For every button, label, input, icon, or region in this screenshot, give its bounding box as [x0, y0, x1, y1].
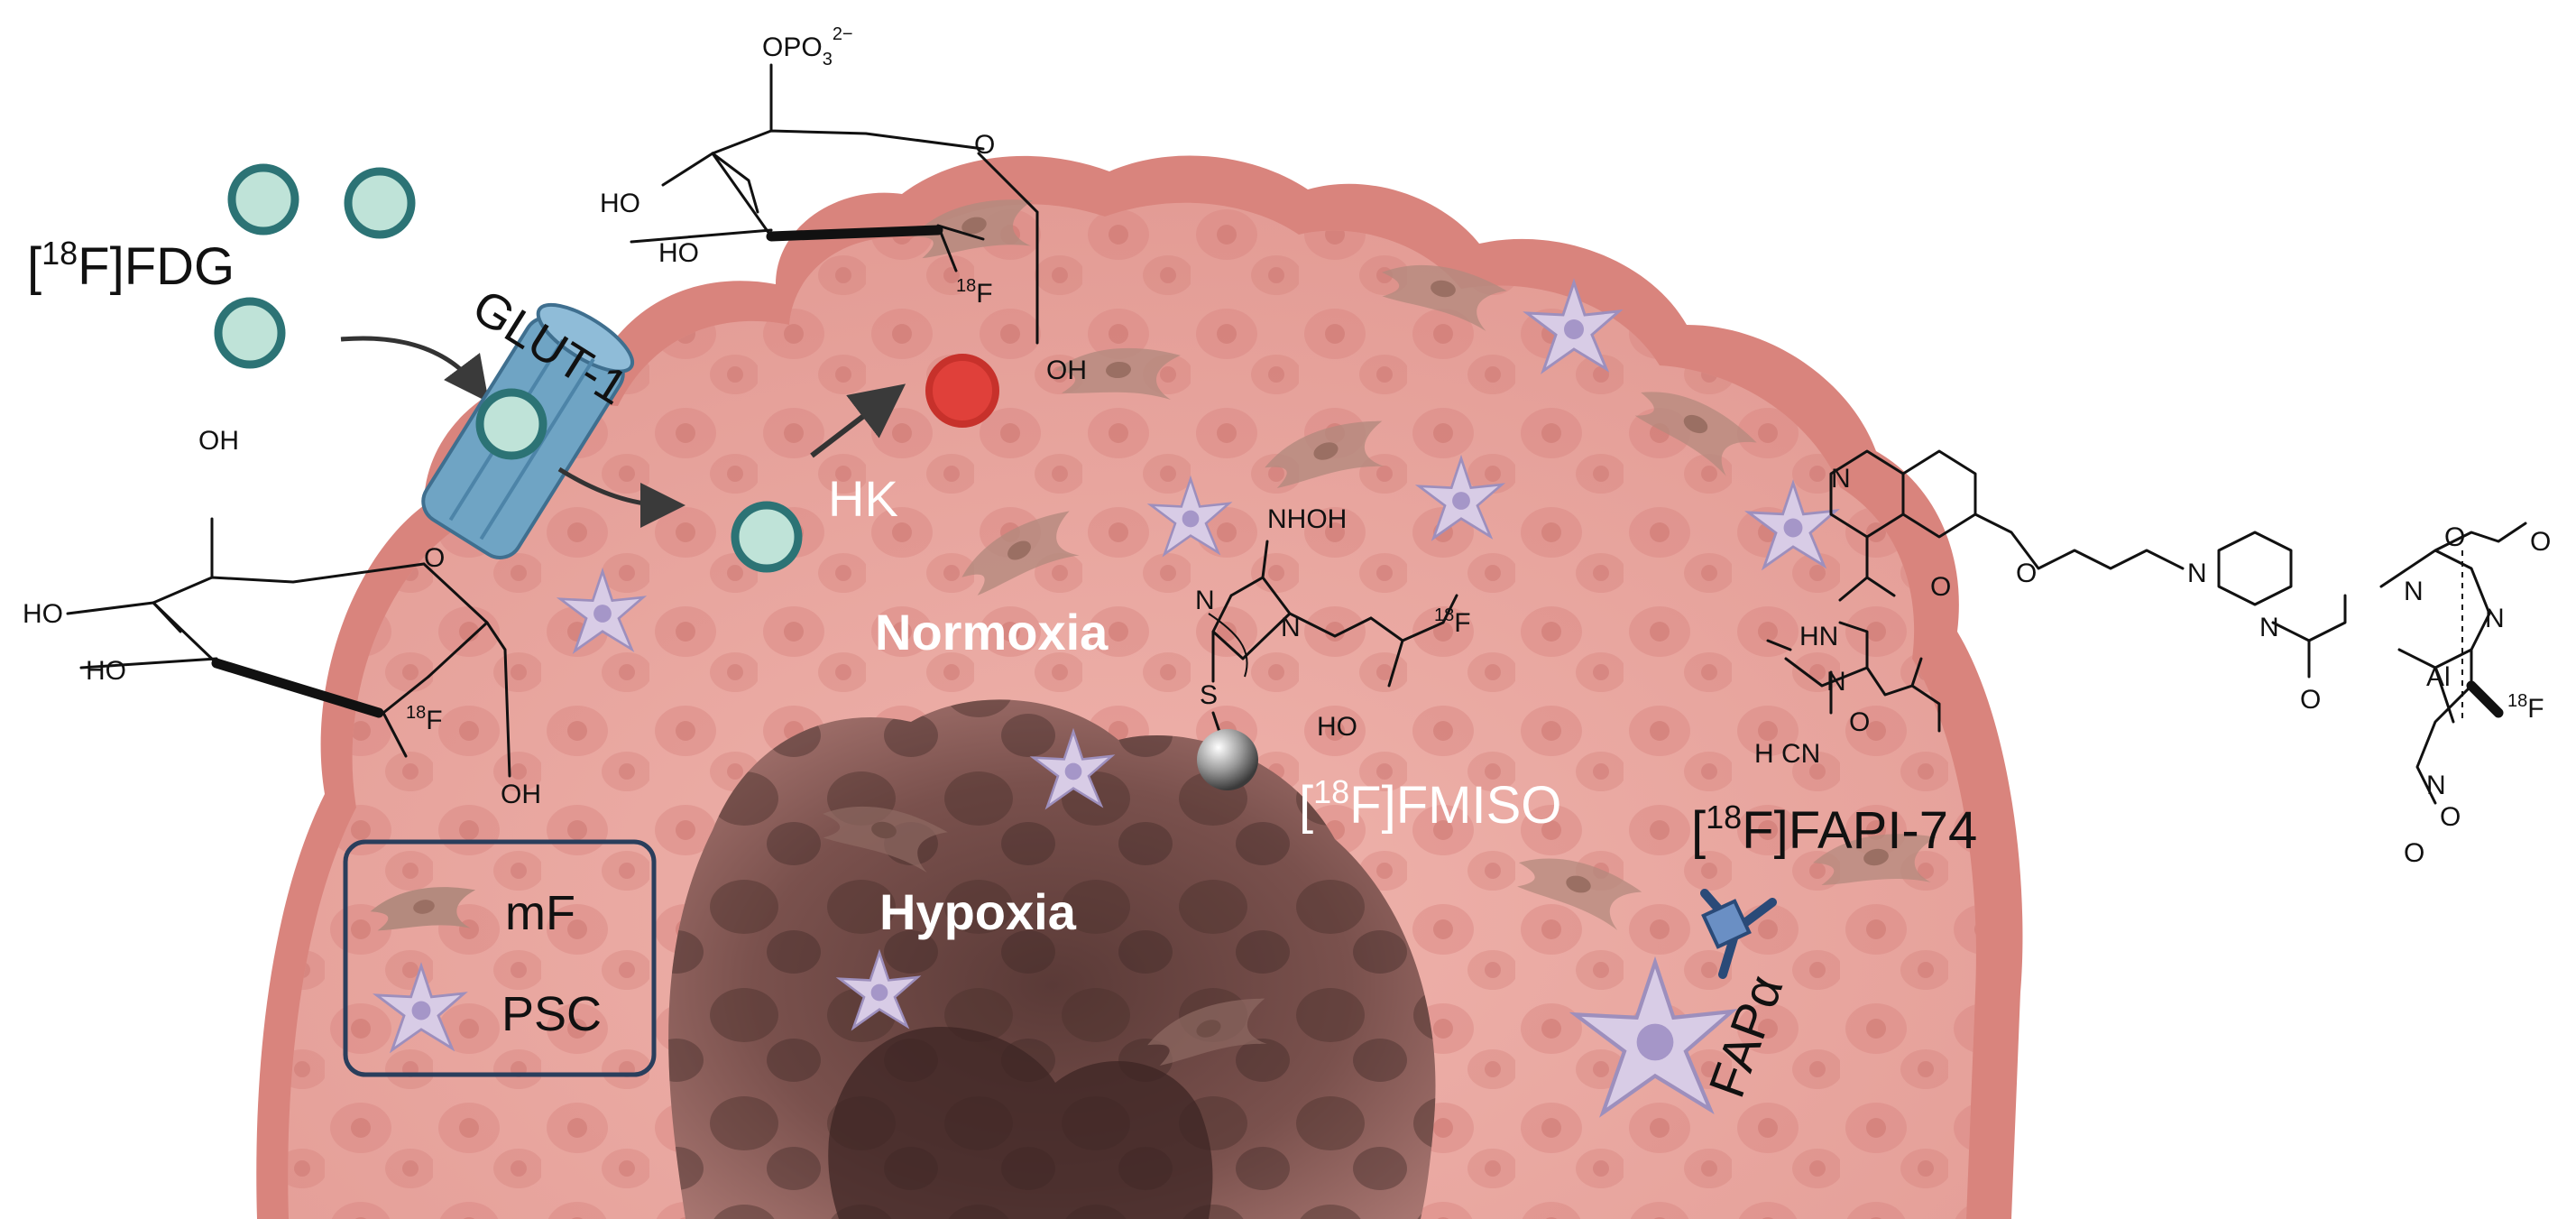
mf-cell — [961, 511, 1080, 596]
phosphate-label: OPO32− — [762, 24, 853, 69]
fdg-tracer-in-transporter — [475, 388, 547, 460]
psc-cell-large — [1569, 956, 1738, 1118]
fapi-nota-o-label: O — [2444, 522, 2465, 552]
fapi-nota-o-label: O — [2404, 838, 2424, 868]
legend-psc-icon — [373, 962, 468, 1054]
hypoxia-label: Hypoxia — [879, 883, 1077, 940]
fapi-pyrrolidine-n-label: N — [1826, 667, 1846, 697]
fapi-piperazine-n-label: N — [2187, 559, 2207, 588]
fapi-h-label: H — [1754, 739, 1774, 769]
fmiso-s-label: S — [1200, 680, 1218, 710]
mf-cell — [1054, 347, 1181, 401]
fapi-nota-n-label: N — [2404, 577, 2424, 606]
mf-cell — [911, 199, 1034, 259]
phosphorylation-arrow — [810, 383, 906, 458]
mf-cell — [1813, 834, 1937, 885]
fdg6p-oh-label: OH — [1046, 356, 1087, 385]
fapi-18f-label: 18F — [2507, 691, 2544, 724]
fapi-nota-o-label: O — [2440, 802, 2461, 832]
fdg-18f-label: 18F — [406, 703, 443, 735]
transport-arrow — [340, 336, 490, 402]
fdg-6-phosphate-trapped — [925, 354, 999, 428]
fmiso-n-label: N — [1195, 586, 1215, 615]
fapi-amide-o-label: O — [2300, 685, 2321, 715]
fdg-oh-label: OH — [501, 780, 541, 809]
fmiso-18f-label: 18F — [1434, 605, 1471, 638]
legend-mf-label: mF — [505, 886, 575, 940]
fdg6p-18f-label: 18F — [956, 276, 993, 309]
psc-cell — [835, 948, 922, 1031]
fapi-ether-o-label: O — [2016, 559, 2037, 588]
fapi74-structure: N O N N O HN O N H CN O N N N O O O O Al… — [1754, 449, 2551, 868]
fapi-bound-ligand — [1701, 899, 1752, 949]
fdg6p-ho-label: HO — [600, 189, 640, 218]
normoxia-label: Normoxia — [875, 604, 1109, 660]
mf-cell — [1147, 998, 1267, 1067]
mf-cell — [823, 806, 948, 873]
legend: mF PSC — [343, 839, 657, 1077]
fdg-ho-label: HO — [86, 656, 126, 686]
fapi-quinoline-n-label: N — [1831, 464, 1851, 494]
fmiso-ho-label: HO — [1317, 712, 1357, 742]
legend-mf-icon — [370, 887, 476, 931]
fdg6p-ho-label: HO — [658, 238, 699, 268]
psc-cell — [1146, 475, 1233, 558]
fapi-carbonyl-o-label: O — [1930, 572, 1951, 602]
fap-receptor — [1700, 889, 1777, 979]
fdg-tracer-molecule — [227, 163, 299, 235]
fapi-al-label: Al — [2426, 662, 2451, 692]
fdg-tracer-intracellular — [731, 501, 803, 573]
fapi-cn-label: CN — [1781, 739, 1820, 769]
fdg-6-phosphate-structure: OPO32− O HO HO 18F OH — [600, 24, 1087, 385]
fdg-tracer-group — [214, 163, 416, 369]
legend-frame — [343, 839, 657, 1077]
fdg-oh-label: OH — [198, 426, 239, 456]
legend-psc-label: PSC — [501, 987, 602, 1041]
fdg-structure: OH HO HO O 18F OH — [23, 426, 541, 809]
psc-cell — [1414, 454, 1506, 541]
fapi-nota-n-label: N — [2485, 604, 2505, 633]
fmiso-structure: NHOH N N S 18F HO — [1195, 504, 1471, 790]
fdg-tracer-molecule — [214, 297, 286, 369]
transport-arrow-inward — [557, 466, 685, 528]
hypoxic-dark-fold — [828, 1027, 1213, 1219]
fdg6p-ring-o-label: O — [974, 130, 995, 160]
fapi-o-label: O — [1849, 707, 1870, 737]
psc-cell — [1523, 278, 1624, 374]
psc-cell — [1744, 479, 1840, 571]
mf-cell — [1634, 392, 1757, 476]
mf-cell — [1382, 264, 1507, 331]
mf-cell — [1517, 858, 1642, 930]
fdg-ring-o-label: O — [424, 543, 445, 573]
fapi-piperazine-n-label: N — [2259, 613, 2279, 642]
psc-cell — [1029, 727, 1116, 810]
fdg-tracer-molecule — [344, 167, 416, 239]
mf-cell — [1265, 420, 1385, 489]
fmiso-nhoh-label: NHOH — [1267, 504, 1347, 534]
fmiso-n-label: N — [1281, 613, 1301, 642]
hk-label: HK — [828, 470, 898, 527]
psc-cell — [556, 567, 648, 654]
fdg-label: [18F]FDG — [27, 235, 235, 296]
fapi-nota-o-label: O — [2530, 527, 2551, 557]
fdg-ho-label: HO — [23, 599, 63, 629]
macromolecule-adduct — [1197, 729, 1258, 790]
fapi-hn-label: HN — [1799, 622, 1838, 651]
fapi-nota-n-label: N — [2426, 771, 2446, 800]
